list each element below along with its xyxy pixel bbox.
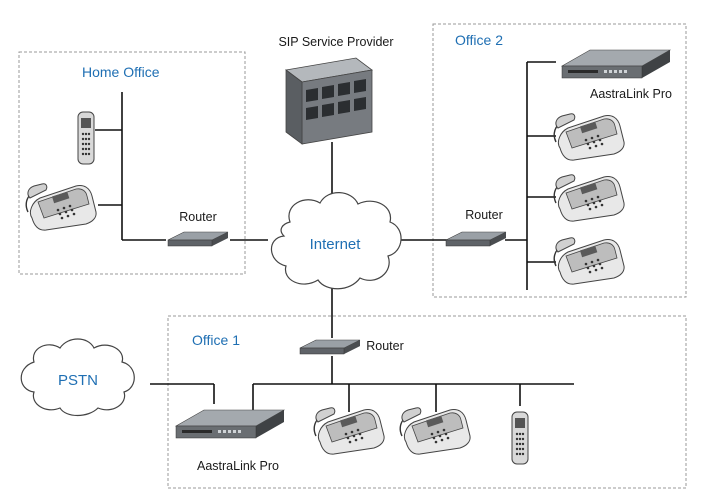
aastralink-pro-icon <box>175 409 285 439</box>
desk-phone-icon <box>25 183 97 231</box>
office-1-aastralink-label: AastraLink Pro <box>197 459 279 473</box>
pstn-label: PSTN <box>58 372 98 389</box>
cordless-phone-icon <box>77 111 95 165</box>
aastralink-pro-icon <box>561 49 671 79</box>
office-2-router-label: Router <box>465 208 503 222</box>
sip-provider-label: SIP Service Provider <box>278 35 393 49</box>
home-office-title: Home Office <box>82 64 160 80</box>
home-office-box <box>18 51 246 275</box>
home-router-label: Router <box>179 210 217 224</box>
internet-label: Internet <box>310 236 362 253</box>
desk-phone-icon <box>553 174 625 222</box>
cordless-phone-icon <box>511 411 529 465</box>
desk-phone-icon <box>399 407 471 455</box>
desk-phone-icon <box>553 113 625 161</box>
connection-lines <box>95 61 574 412</box>
office-1-title: Office 1 <box>192 332 240 348</box>
pstn-cloud-icon <box>20 338 135 417</box>
router-icon <box>167 231 229 247</box>
building-icon <box>285 57 373 145</box>
office-2-box <box>432 23 687 298</box>
desk-phone-icon <box>553 237 625 285</box>
office-2-title: Office 2 <box>455 32 503 48</box>
router-icon <box>299 339 361 355</box>
office-2-aastralink-label: AastraLink Pro <box>590 87 672 101</box>
router-icon <box>445 231 507 247</box>
internet-cloud-icon <box>270 192 402 290</box>
desk-phone-icon <box>313 407 385 455</box>
office-1-router-label: Router <box>366 339 404 353</box>
